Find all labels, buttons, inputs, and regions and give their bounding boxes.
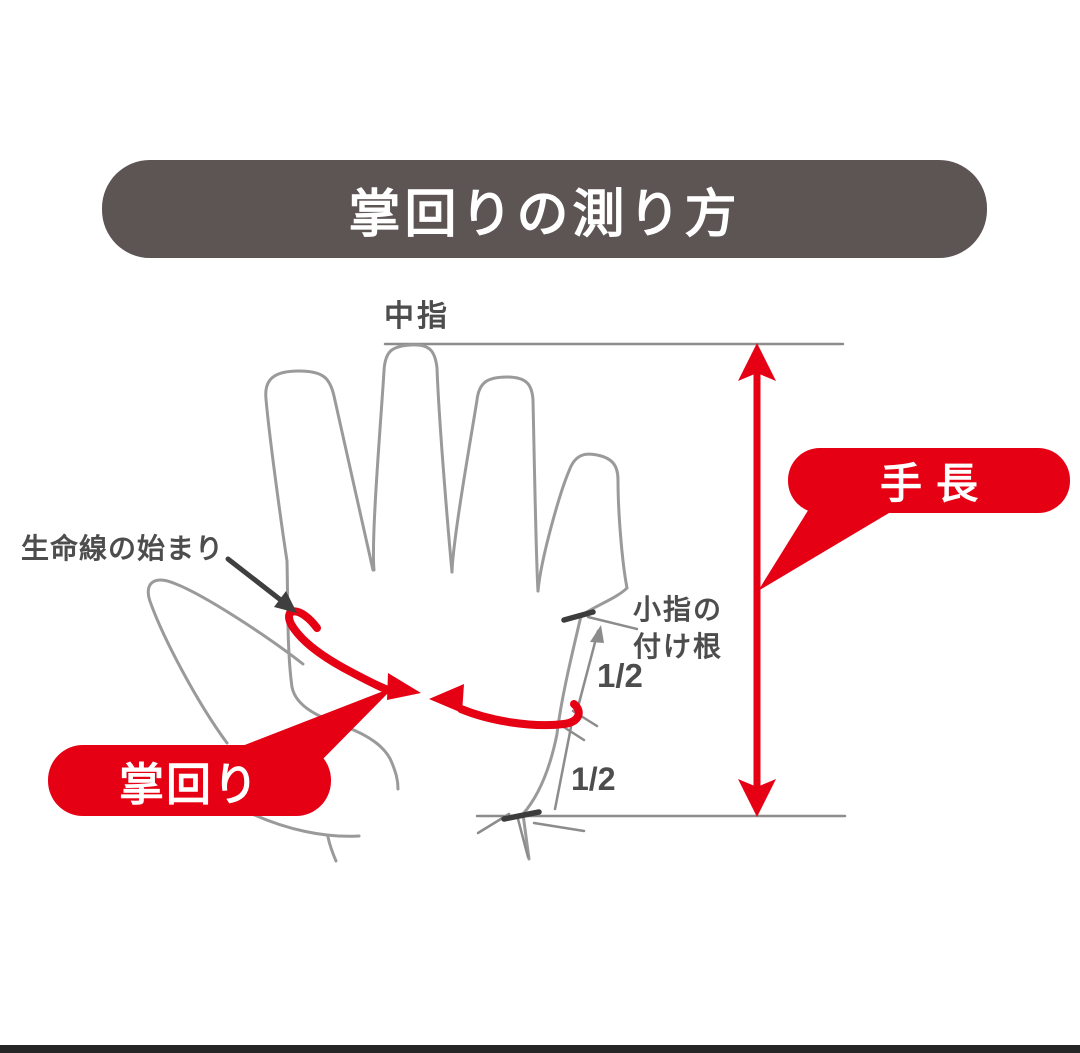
label-pinky-base-line2: 付け根 [633,631,724,662]
label-pinky-base: 小指の 付け根 [633,591,723,665]
index-finger-outline [264,369,400,791]
palm-circumference-arrow [285,607,583,730]
wrist-mark-2 [532,821,586,833]
life-line-pointer-arrow [225,556,297,613]
badge-palm-circumference: 掌回り [118,759,260,810]
hand-length-arrow [738,343,776,817]
middle-finger-outline [371,343,454,574]
pointer-arrow-shaft [225,556,285,604]
thumb-outline [146,578,305,745]
palm-band-right [457,700,583,730]
callout-badges [48,448,1070,816]
footer-bar [0,1045,1080,1053]
half-dimension-marks [476,609,639,859]
wrist-mark-3 [516,817,530,859]
left-arrowhead-icon [429,684,464,713]
page-title: 掌回りの測り方 [348,185,741,244]
right-arrowhead-icon [387,673,421,700]
hand-length-badge-tail [758,504,889,591]
pinky-base-leader-line [586,615,639,631]
label-middle-finger: 中指 [384,300,450,333]
hand-length-badge-shape [788,448,1070,513]
reference-lines [383,342,847,818]
label-half-upper: 1/2 [597,657,643,694]
pointer-arrowhead-icon [274,591,297,613]
label-half-lower: 1/2 [571,761,616,797]
lower-half-dimension-line [553,725,573,811]
badge-hand-length: 手長 [879,460,992,507]
palm-badge-shape [48,745,331,816]
pinky-base-tick [561,609,596,623]
palm-bottom-tick [326,835,338,863]
upper-half-dimension-line [576,629,600,709]
wrist-center-tick [501,809,542,822]
label-pinky-base-line1: 小指の [633,594,724,625]
label-life-line-start: 生命線の始まり [21,533,225,564]
dimension-arrowhead-icon [590,625,604,643]
page-title-banner: 掌回りの測り方 [102,160,987,258]
ring-finger-outline [450,375,540,593]
palm-bottom-edge [246,810,361,838]
up-arrowhead-icon [738,343,776,381]
little-finger-outline [536,452,629,593]
palm-band-left [285,607,400,697]
hand-outline [146,343,629,863]
down-arrowhead-icon [738,779,776,817]
